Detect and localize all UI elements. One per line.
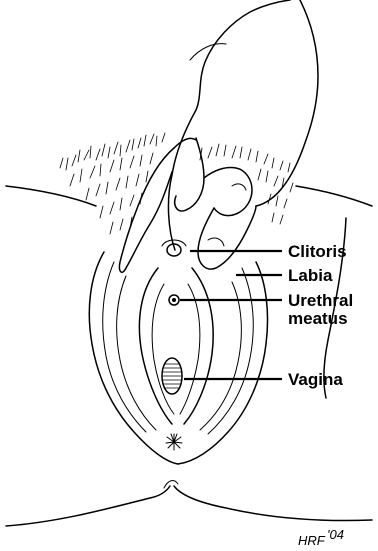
label-meatus: meatus [288,309,348,328]
labia-majora [89,252,267,464]
leader-lines [180,251,282,379]
labia-minora [139,268,213,424]
label-urethral: Urethral [288,291,353,310]
label-vagina: Vagina [288,370,343,389]
urethral-meatus-shape [169,295,179,305]
body-outline [6,186,372,526]
label-labia: Labia [288,266,333,285]
pubic-hair [60,133,293,234]
anus-shape [166,434,182,450]
gloved-hand [119,0,318,272]
artist-signature: HRF [298,533,326,548]
signature-year: '04 [327,527,344,542]
vaginal-opening-shape [162,358,182,394]
label-clitoris: Clitoris [288,242,347,261]
